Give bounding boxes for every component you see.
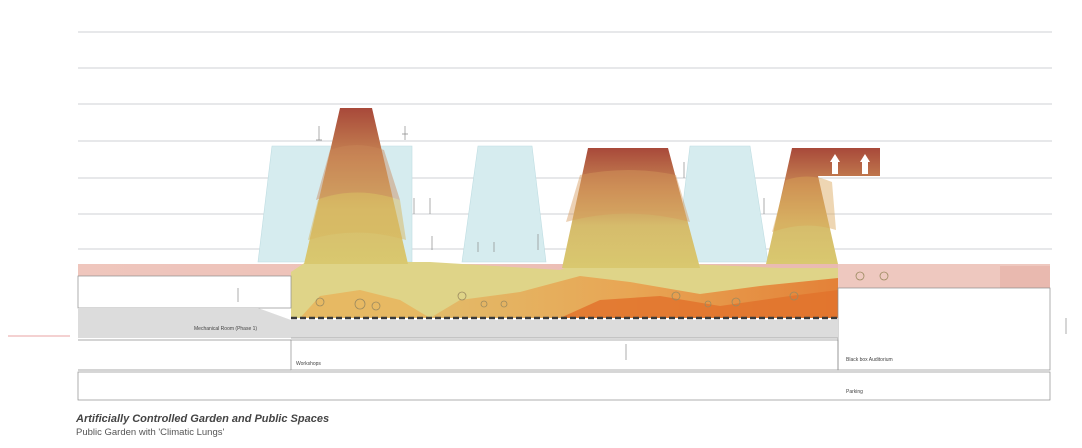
tree xyxy=(315,297,325,307)
mountain-center xyxy=(562,148,700,268)
workshops-label: Workshops xyxy=(296,361,321,367)
person xyxy=(477,242,495,252)
mechanical-slab xyxy=(78,308,838,338)
trees xyxy=(315,271,889,311)
mountains xyxy=(304,108,880,268)
tree xyxy=(704,300,712,308)
person xyxy=(402,126,408,140)
left-block xyxy=(77,275,292,309)
tree xyxy=(789,291,799,301)
building-lines xyxy=(77,275,1051,401)
deep-orange-band xyxy=(560,290,838,318)
mountain-right xyxy=(766,148,880,264)
tree xyxy=(879,271,889,281)
tree xyxy=(371,301,381,311)
floor-lines xyxy=(78,31,1052,250)
tree xyxy=(855,271,865,281)
tree xyxy=(731,297,741,307)
people xyxy=(237,126,1067,360)
mechanical-room-label: Mechanical Room (Phase 1) xyxy=(194,326,257,332)
garden-volume xyxy=(291,262,838,318)
caption-subtitle: Public Garden with 'Climatic Lungs' xyxy=(76,427,225,438)
workshops-block xyxy=(290,339,839,371)
tree xyxy=(457,291,467,301)
tree xyxy=(500,300,508,308)
black-box-auditorium-label: Black box Auditorium xyxy=(846,357,893,363)
caption-title: Artificially Controlled Garden and Publi… xyxy=(76,413,330,425)
tree xyxy=(671,291,681,301)
tree xyxy=(480,300,488,308)
parking-block xyxy=(77,371,1051,401)
person xyxy=(316,126,322,141)
tree xyxy=(354,298,366,310)
glass-lung xyxy=(461,145,547,263)
person xyxy=(413,198,431,214)
parking-label: Parking xyxy=(846,389,863,395)
